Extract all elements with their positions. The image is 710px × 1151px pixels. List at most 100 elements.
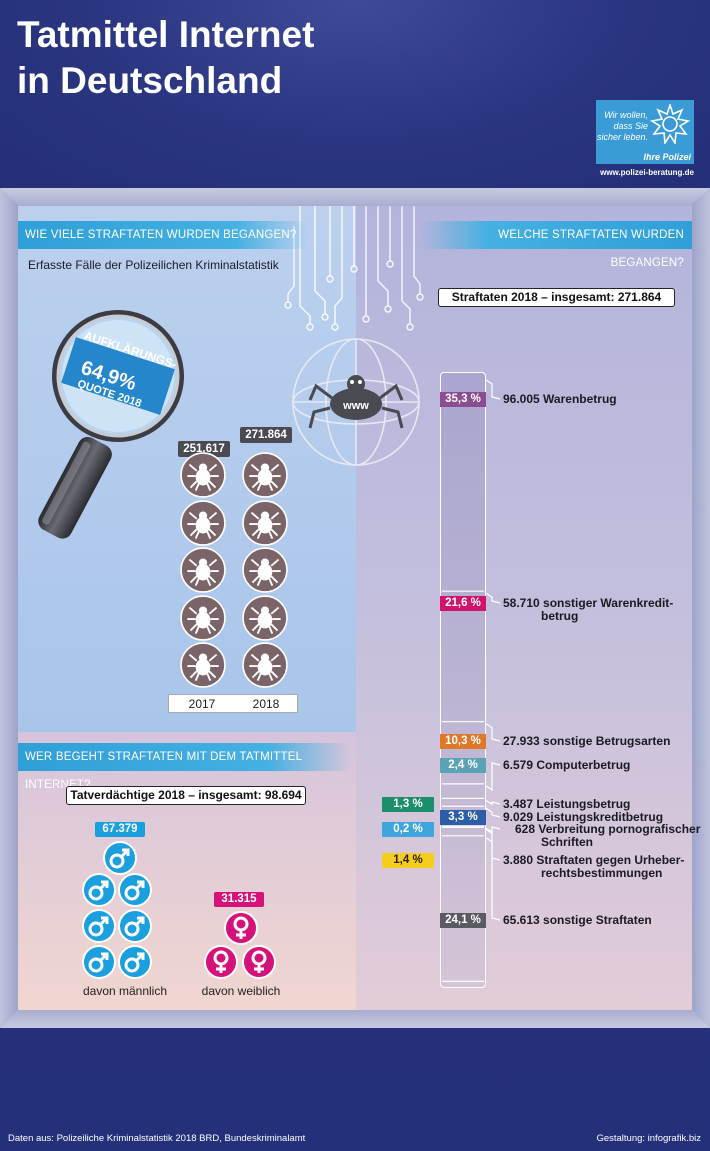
category-label: 9.029 Leistungskreditbetrug — [503, 811, 663, 823]
male-symbol-icon — [82, 945, 116, 979]
category-name: sonstige Betrugsarten — [543, 734, 671, 748]
title-line-2: in Deutschland — [17, 60, 283, 101]
logo-slogan: Wir wollen, dass Sie sicher leben. — [596, 110, 648, 143]
category-count: 3.487 — [503, 797, 537, 811]
count-2018: 271.864 — [240, 427, 292, 443]
male-symbol-icon — [118, 909, 152, 943]
spider-icon — [242, 642, 288, 688]
category-name: Computerbetrug — [536, 758, 631, 772]
banner-who: WER BEGEHT STRAFTATEN MIT DEM TATMITTEL … — [18, 743, 352, 791]
spider-icon — [242, 452, 288, 498]
spider-icon — [180, 452, 226, 498]
category-label: 6.579 Computerbetrug — [503, 759, 630, 771]
leader-line — [485, 807, 501, 818]
male-symbol-icon — [82, 873, 116, 907]
spider-icon — [242, 594, 288, 641]
frame-bottom — [0, 1010, 710, 1028]
pct-badge: 21,6 % — [440, 596, 486, 611]
page-title: Tatmittel Internet in Deutschland — [17, 12, 314, 104]
male-symbol-icon — [118, 945, 152, 979]
category-count: 628 — [515, 822, 539, 836]
category-count: 9.029 — [503, 810, 537, 824]
category-name: Leistungsbetrug — [536, 797, 631, 811]
category-count: 58.710 — [503, 596, 544, 610]
female-count: 31.315 — [214, 892, 264, 907]
spider-icon — [180, 594, 226, 641]
frame-top — [0, 188, 710, 206]
year-2018-label: 2018 — [252, 697, 280, 711]
category-name: Warenbetrug — [543, 392, 617, 406]
pct-badge: 24,1 % — [440, 913, 486, 928]
leader-line — [485, 826, 501, 834]
category-count: 96.005 — [503, 392, 544, 406]
category-count: 65.613 — [503, 913, 544, 927]
crimes-total-box: Straftaten 2018 – insgesamt: 271.864 — [438, 288, 675, 307]
category-name-cont: rechtsbestimmungen — [541, 866, 663, 880]
male-symbol-icon — [103, 841, 137, 875]
category-label: 58.710 sonstiger Warenkredit-betrug — [503, 597, 673, 622]
pct-badge: 10,3 % — [440, 734, 486, 749]
source-note: Daten aus: Polizeiliche Kriminalstatisti… — [8, 1133, 306, 1144]
left-panel-bg-bottom — [18, 732, 356, 1010]
website-url: www.polizei-beratung.de — [600, 168, 694, 177]
spider-icon — [180, 499, 226, 546]
leader-line — [485, 837, 501, 921]
category-name: Verbreitung pornografischer — [538, 822, 701, 836]
svg-text:www: www — [342, 400, 369, 412]
spider-icon: www — [308, 375, 404, 429]
suspects-total-box: Tatverdächtige 2018 – insgesamt: 98.694 — [66, 786, 306, 805]
pct-badge: 0,2 % — [382, 822, 434, 837]
magnifier-illustration — [38, 310, 184, 539]
male-count: 67.379 — [95, 822, 145, 837]
leader-line — [485, 379, 501, 400]
spider-icon — [242, 499, 288, 546]
spider-icon — [242, 547, 288, 593]
cases-subtitle: Erfasste Fälle der Polizeilichen Krimina… — [28, 258, 279, 272]
logo-slogan-2: dass Sie — [613, 121, 648, 131]
pct-badge: 1,3 % — [382, 797, 434, 812]
logo-subtitle: Ihre Polizei — [643, 152, 691, 162]
pct-badge: 2,4 % — [440, 758, 486, 773]
frame-right — [692, 188, 710, 1028]
female-symbol-icon — [242, 945, 276, 979]
police-star-icon — [650, 104, 690, 144]
police-logo: Wir wollen, dass Sie sicher leben. Ihre … — [596, 100, 694, 164]
leader-line — [485, 799, 501, 806]
category-label: 27.933 sonstige Betrugsarten — [503, 735, 670, 747]
category-count: 3.880 — [503, 853, 537, 867]
pct-badge: 1,4 % — [382, 853, 434, 868]
category-count: 6.579 — [503, 758, 537, 772]
category-label: 65.613 sonstige Straftaten — [503, 914, 652, 926]
year-axis-box — [168, 694, 298, 713]
category-name-cont: betrug — [541, 609, 579, 623]
crime-column — [440, 372, 486, 988]
design-credit: Gestaltung: infografik.biz — [596, 1133, 701, 1144]
banner-which-crimes: WELCHE STRAFTATEN WURDEN BEGANGEN? — [420, 221, 692, 269]
male-label: davon männlich — [82, 984, 168, 998]
pct-badge: 35,3 % — [440, 392, 486, 407]
quota-band — [61, 337, 175, 415]
spider-icon — [180, 547, 226, 593]
magnifier-handle — [38, 436, 112, 539]
category-label: 3.880 Straftaten gegen Urheber-rechtsbes… — [503, 854, 684, 879]
logo-slogan-3: sicher leben. — [596, 132, 648, 142]
female-label: davon weiblich — [201, 984, 281, 998]
pct-badge: 3,3 % — [440, 810, 486, 825]
banner-how-many: WIE VIELE STRAFTATEN WURDEN BEGANGEN? — [18, 221, 308, 249]
year-2017-label: 2017 — [188, 697, 216, 711]
female-symbol-icon — [224, 911, 258, 945]
category-name-cont: Schriften — [541, 835, 594, 849]
title-line-1: Tatmittel Internet — [17, 14, 315, 55]
category-name: sonstige Straftaten — [543, 913, 652, 927]
leader-line — [485, 762, 501, 792]
category-name: sonstiger Warenkredit- — [543, 596, 674, 610]
male-symbol-icon — [118, 873, 152, 907]
category-name: Leistungskreditbetrug — [536, 810, 664, 824]
leader-line — [485, 592, 501, 604]
logo-slogan-1: Wir wollen, — [604, 110, 648, 120]
right-panel-bg — [356, 206, 692, 1010]
leader-line — [485, 723, 501, 742]
